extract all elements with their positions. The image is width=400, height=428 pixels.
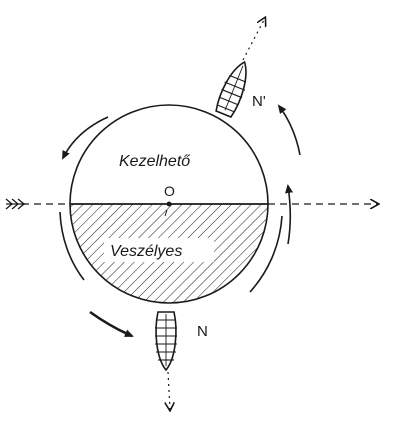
boat-bottom-label: N <box>197 323 208 340</box>
rotation-arc-left <box>59 211 85 281</box>
boat-top-label: N' <box>252 93 266 110</box>
rotation-arrow-bottom-left <box>89 310 134 338</box>
upper-zone-label: Kezelhető <box>119 153 191 170</box>
boat-top-heading <box>242 18 265 61</box>
center-point <box>166 201 172 207</box>
rotation-arrow-upper-left <box>62 116 109 160</box>
lower-zone-label: Veszélyes <box>110 243 182 260</box>
boat-top-icon <box>215 60 247 118</box>
boat-bottom-icon <box>155 311 177 372</box>
lower-zone-label-bg <box>104 238 214 262</box>
axis-tail-icon <box>5 198 26 210</box>
boat-bottom-heading <box>168 371 170 410</box>
rotation-arrow-upper-right <box>277 104 301 156</box>
center-label: O <box>164 183 175 199</box>
rotation-arrow-right <box>285 184 293 245</box>
center-tick <box>164 209 168 217</box>
rotation-arc-right-lower <box>249 215 283 293</box>
